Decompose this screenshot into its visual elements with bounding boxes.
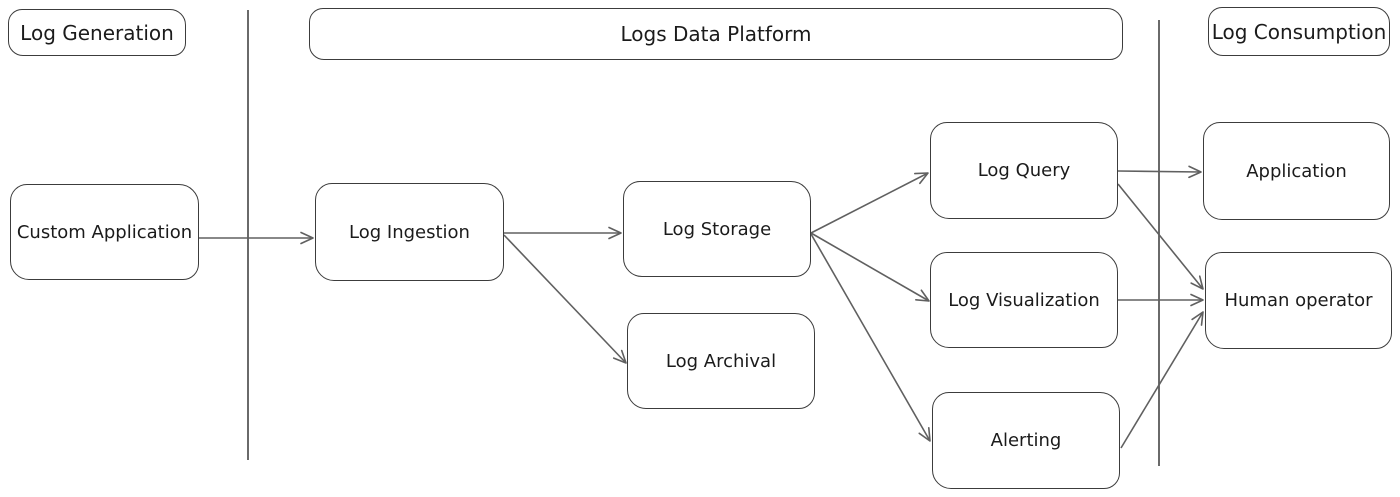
section-label-log-consumption: Log Consumption — [1208, 7, 1390, 56]
edge-log-ingestion-to-log-archival — [503, 234, 627, 364]
edge-alerting-to-human-operator — [1120, 311, 1204, 449]
edge-log-query-to-human-operator — [1117, 183, 1204, 290]
node-log-visualization: Log Visualization — [930, 252, 1118, 348]
edge-log-storage-to-log-visualization — [810, 232, 930, 302]
node-application: Application — [1203, 122, 1390, 220]
node-log-storage: Log Storage — [623, 181, 811, 277]
node-custom-application: Custom Application — [10, 184, 199, 280]
node-log-query: Log Query — [930, 122, 1118, 219]
node-alerting: Alerting — [932, 392, 1120, 489]
section-label-log-generation: Log Generation — [8, 9, 186, 56]
node-log-ingestion: Log Ingestion — [315, 183, 504, 281]
section-label-logs-data-platform: Logs Data Platform — [309, 8, 1123, 60]
node-log-archival: Log Archival — [627, 313, 815, 409]
edge-log-query-to-application — [1117, 165, 1202, 179]
edge-log-storage-to-alerting — [810, 233, 931, 442]
node-human-operator: Human operator — [1205, 252, 1392, 349]
edge-log-storage-to-log-query — [810, 172, 929, 234]
